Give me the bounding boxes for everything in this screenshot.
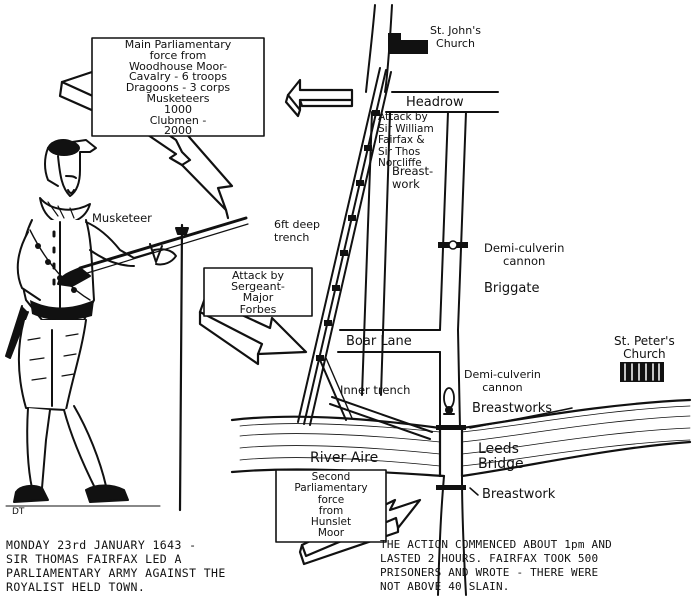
st-johns-church-building: [388, 33, 428, 54]
leeds-bridge-label: Leeds Bridge: [478, 441, 524, 472]
briggate-lower-east: [457, 329, 461, 429]
south-road-west: [437, 475, 445, 596]
caption-right: THE ACTION COMMENCED ABOUT 1pm AND LASTE…: [380, 538, 612, 593]
breastwork-arrow: [469, 487, 479, 496]
st-johns-church-label: St. John's Church: [430, 24, 481, 50]
breastwork-lower-label: Breastwork: [482, 487, 556, 502]
fairfax-norcliffe-arrow: [284, 78, 354, 118]
lower-cannon: [443, 387, 455, 415]
breastworks-arrow: [469, 407, 573, 429]
st-peters-church-label: St. Peter's Church: [614, 334, 675, 361]
main-force-label: Main Parliamentary force from Woodhouse …: [124, 38, 232, 138]
briggate-west-edge: [439, 111, 449, 331]
trench-label: 6ft deep trench: [274, 218, 320, 244]
roads: [337, 4, 499, 596]
forbes-box: [203, 267, 313, 317]
road-north-west-edge: [365, 4, 376, 93]
briggate-label: Briggate: [484, 281, 540, 296]
boar-lane-label: Boar Lane: [346, 334, 412, 349]
forbes-label: Attack by Sergeant- Major Forbes: [231, 269, 285, 316]
main-force-box: [91, 37, 265, 137]
river-aire-label: River Aire: [310, 450, 379, 466]
inner-trench-label: Inner trench: [340, 383, 411, 397]
upper-cannon: [438, 240, 468, 250]
st-peters-church-building: [620, 362, 664, 382]
cannon-upper-label: Demi-culverin cannon: [484, 241, 565, 268]
breastworks-label: Breastworks: [472, 401, 553, 416]
musketeer-label: Musketeer: [92, 211, 152, 225]
artist-mark: DT: [12, 507, 25, 517]
breastwork-marks: [316, 110, 380, 361]
trench-line: [297, 67, 392, 426]
caption-left: MONDAY 23rd JANUARY 1643 - SIR THOMAS FA…: [6, 538, 226, 594]
leeds-bridge: [436, 425, 466, 490]
west-street-right-edge: [380, 111, 391, 396]
headrow-label: Headrow: [406, 95, 464, 110]
breastwork-upper-label: Breast- work: [392, 164, 434, 191]
briggate-east-edge: [457, 111, 467, 331]
second-force-label: Second Parliamentary force from Hunslet …: [294, 471, 368, 540]
musketeer-figure: [5, 139, 249, 512]
road-north-east-edge: [384, 4, 393, 93]
second-force-box: [275, 469, 387, 543]
fairfax-norcliffe-label: Attack by Sir William Fairfax & Sir Thos…: [378, 111, 434, 169]
cannon-lower-label: Demi-culverin cannon: [464, 368, 541, 394]
